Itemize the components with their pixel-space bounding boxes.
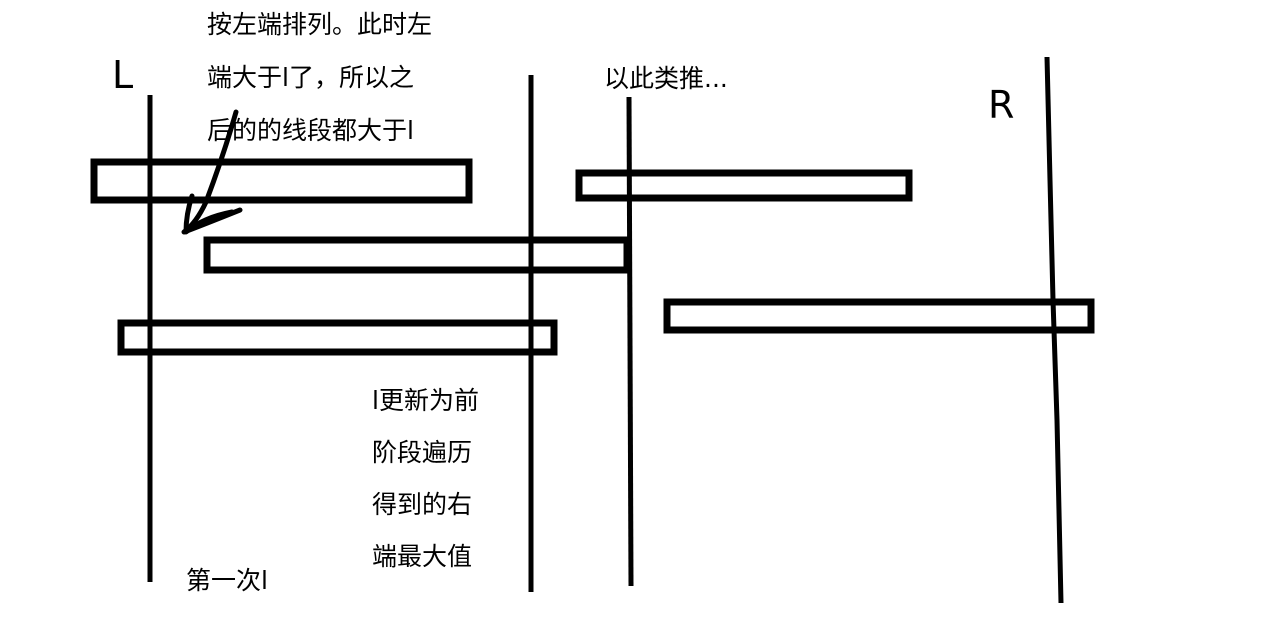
arrow (181, 109, 243, 235)
note-line: 后的的线段都大于l (207, 116, 414, 145)
note-line: l更新为前 (372, 386, 479, 415)
line-second-l (626, 96, 634, 587)
segment-3 (117, 319, 558, 356)
note-update-l: l更新为前 阶段遍历 得到的右 端最大值 (372, 388, 479, 596)
label-L: L (112, 53, 134, 97)
note-first-l: 第一次l (186, 566, 268, 595)
note-line: 端最大值 (372, 542, 473, 571)
note-and-so-on: 以此类推... (604, 64, 728, 93)
note-sorted-by-left: 按左端排列。此时左 端大于l了，所以之 后的的线段都大于l (207, 12, 432, 171)
note-line: 阶段遍历 (372, 438, 473, 467)
line-R (1044, 56, 1064, 604)
note-line: 端大于l了，所以之 (207, 63, 414, 92)
label-R: R (988, 83, 1015, 127)
segment-4 (575, 169, 913, 202)
note-line: 得到的右 (372, 490, 473, 519)
note-line: 按左端排列。此时左 (207, 10, 433, 39)
segment-1 (90, 158, 473, 204)
arrow-head (183, 193, 235, 235)
segment-5 (663, 298, 1095, 334)
segment-2 (203, 236, 631, 274)
